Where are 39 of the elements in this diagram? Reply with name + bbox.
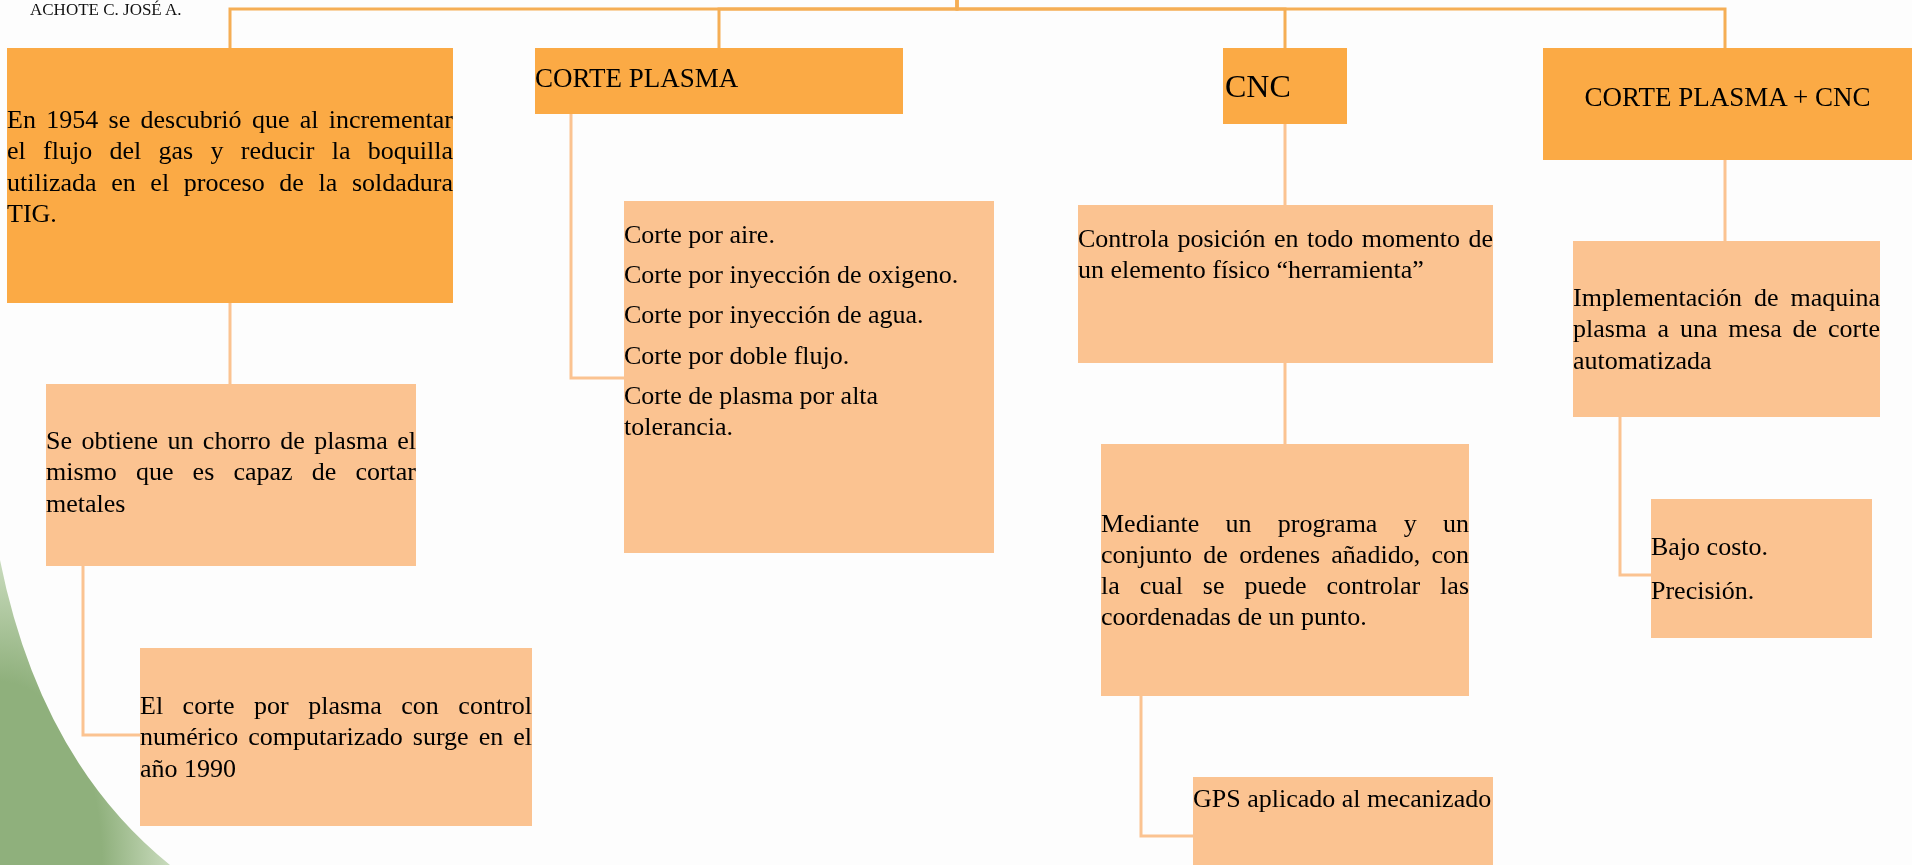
info-box bbox=[1078, 205, 1493, 363]
box-text: Bajo costo. bbox=[1651, 531, 1769, 563]
connector-line bbox=[1139, 696, 1193, 838]
box-text: Corte por inyección de agua. bbox=[624, 299, 925, 331]
box-text: Precisión. bbox=[1651, 574, 1756, 606]
box-text: Implementación de maquina plasma a una mesa de corte automatizada bbox=[1573, 282, 1880, 376]
list-box bbox=[624, 201, 994, 553]
info-box bbox=[7, 48, 453, 303]
author-name: ACHOTE C. JOSÉ A. bbox=[30, 0, 182, 20]
box-text: En 1954 se descubrió que al incrementar el flujo del gas y reducir la boquilla utilizada en el proceso de la soldadura TIG. bbox=[7, 104, 453, 229]
heading-box bbox=[1543, 48, 1912, 160]
info-box bbox=[1193, 777, 1493, 865]
info-box bbox=[140, 648, 532, 826]
connector-line bbox=[955, 0, 1727, 48]
info-box bbox=[1101, 444, 1469, 696]
box-text: Corte por inyección de oxigeno. bbox=[624, 259, 960, 291]
connector-line bbox=[1618, 417, 1651, 577]
connector-line bbox=[81, 566, 140, 737]
box-text: Mediante un programa y un conjunto de ordenes añadido, con la cual se puede controlar las coordenadas de un punto. bbox=[1101, 507, 1469, 633]
connector-line bbox=[1283, 363, 1287, 444]
info-box bbox=[46, 384, 416, 566]
connector-line bbox=[228, 303, 232, 384]
box-text: CORTE PLASMA + CNC bbox=[1583, 80, 1872, 114]
connector-line bbox=[569, 114, 624, 380]
connector-line bbox=[1283, 124, 1287, 205]
connector-line bbox=[1723, 160, 1727, 241]
list-box bbox=[1651, 499, 1872, 638]
box-text: Corte por doble flujo. bbox=[624, 339, 851, 371]
heading-box bbox=[1223, 48, 1347, 124]
box-text: El corte por plasma con control numérico computarizado surge en el año 1990 bbox=[140, 690, 532, 784]
box-text: Controla posición en todo momento de un elemento físico “herramienta” bbox=[1078, 223, 1493, 286]
box-text: CNC bbox=[1225, 66, 1292, 106]
box-text: Corte por aire. bbox=[624, 219, 776, 251]
info-box bbox=[1573, 241, 1880, 417]
box-text: Se obtiene un chorro de plasma el mismo que es capaz de cortar metales bbox=[46, 425, 416, 519]
box-text: CORTE PLASMA bbox=[535, 62, 740, 95]
box-text: Corte de plasma por alta tolerancia. bbox=[624, 379, 880, 443]
heading-box bbox=[535, 48, 903, 114]
box-text: GPS aplicado al mecanizado bbox=[1193, 783, 1493, 815]
